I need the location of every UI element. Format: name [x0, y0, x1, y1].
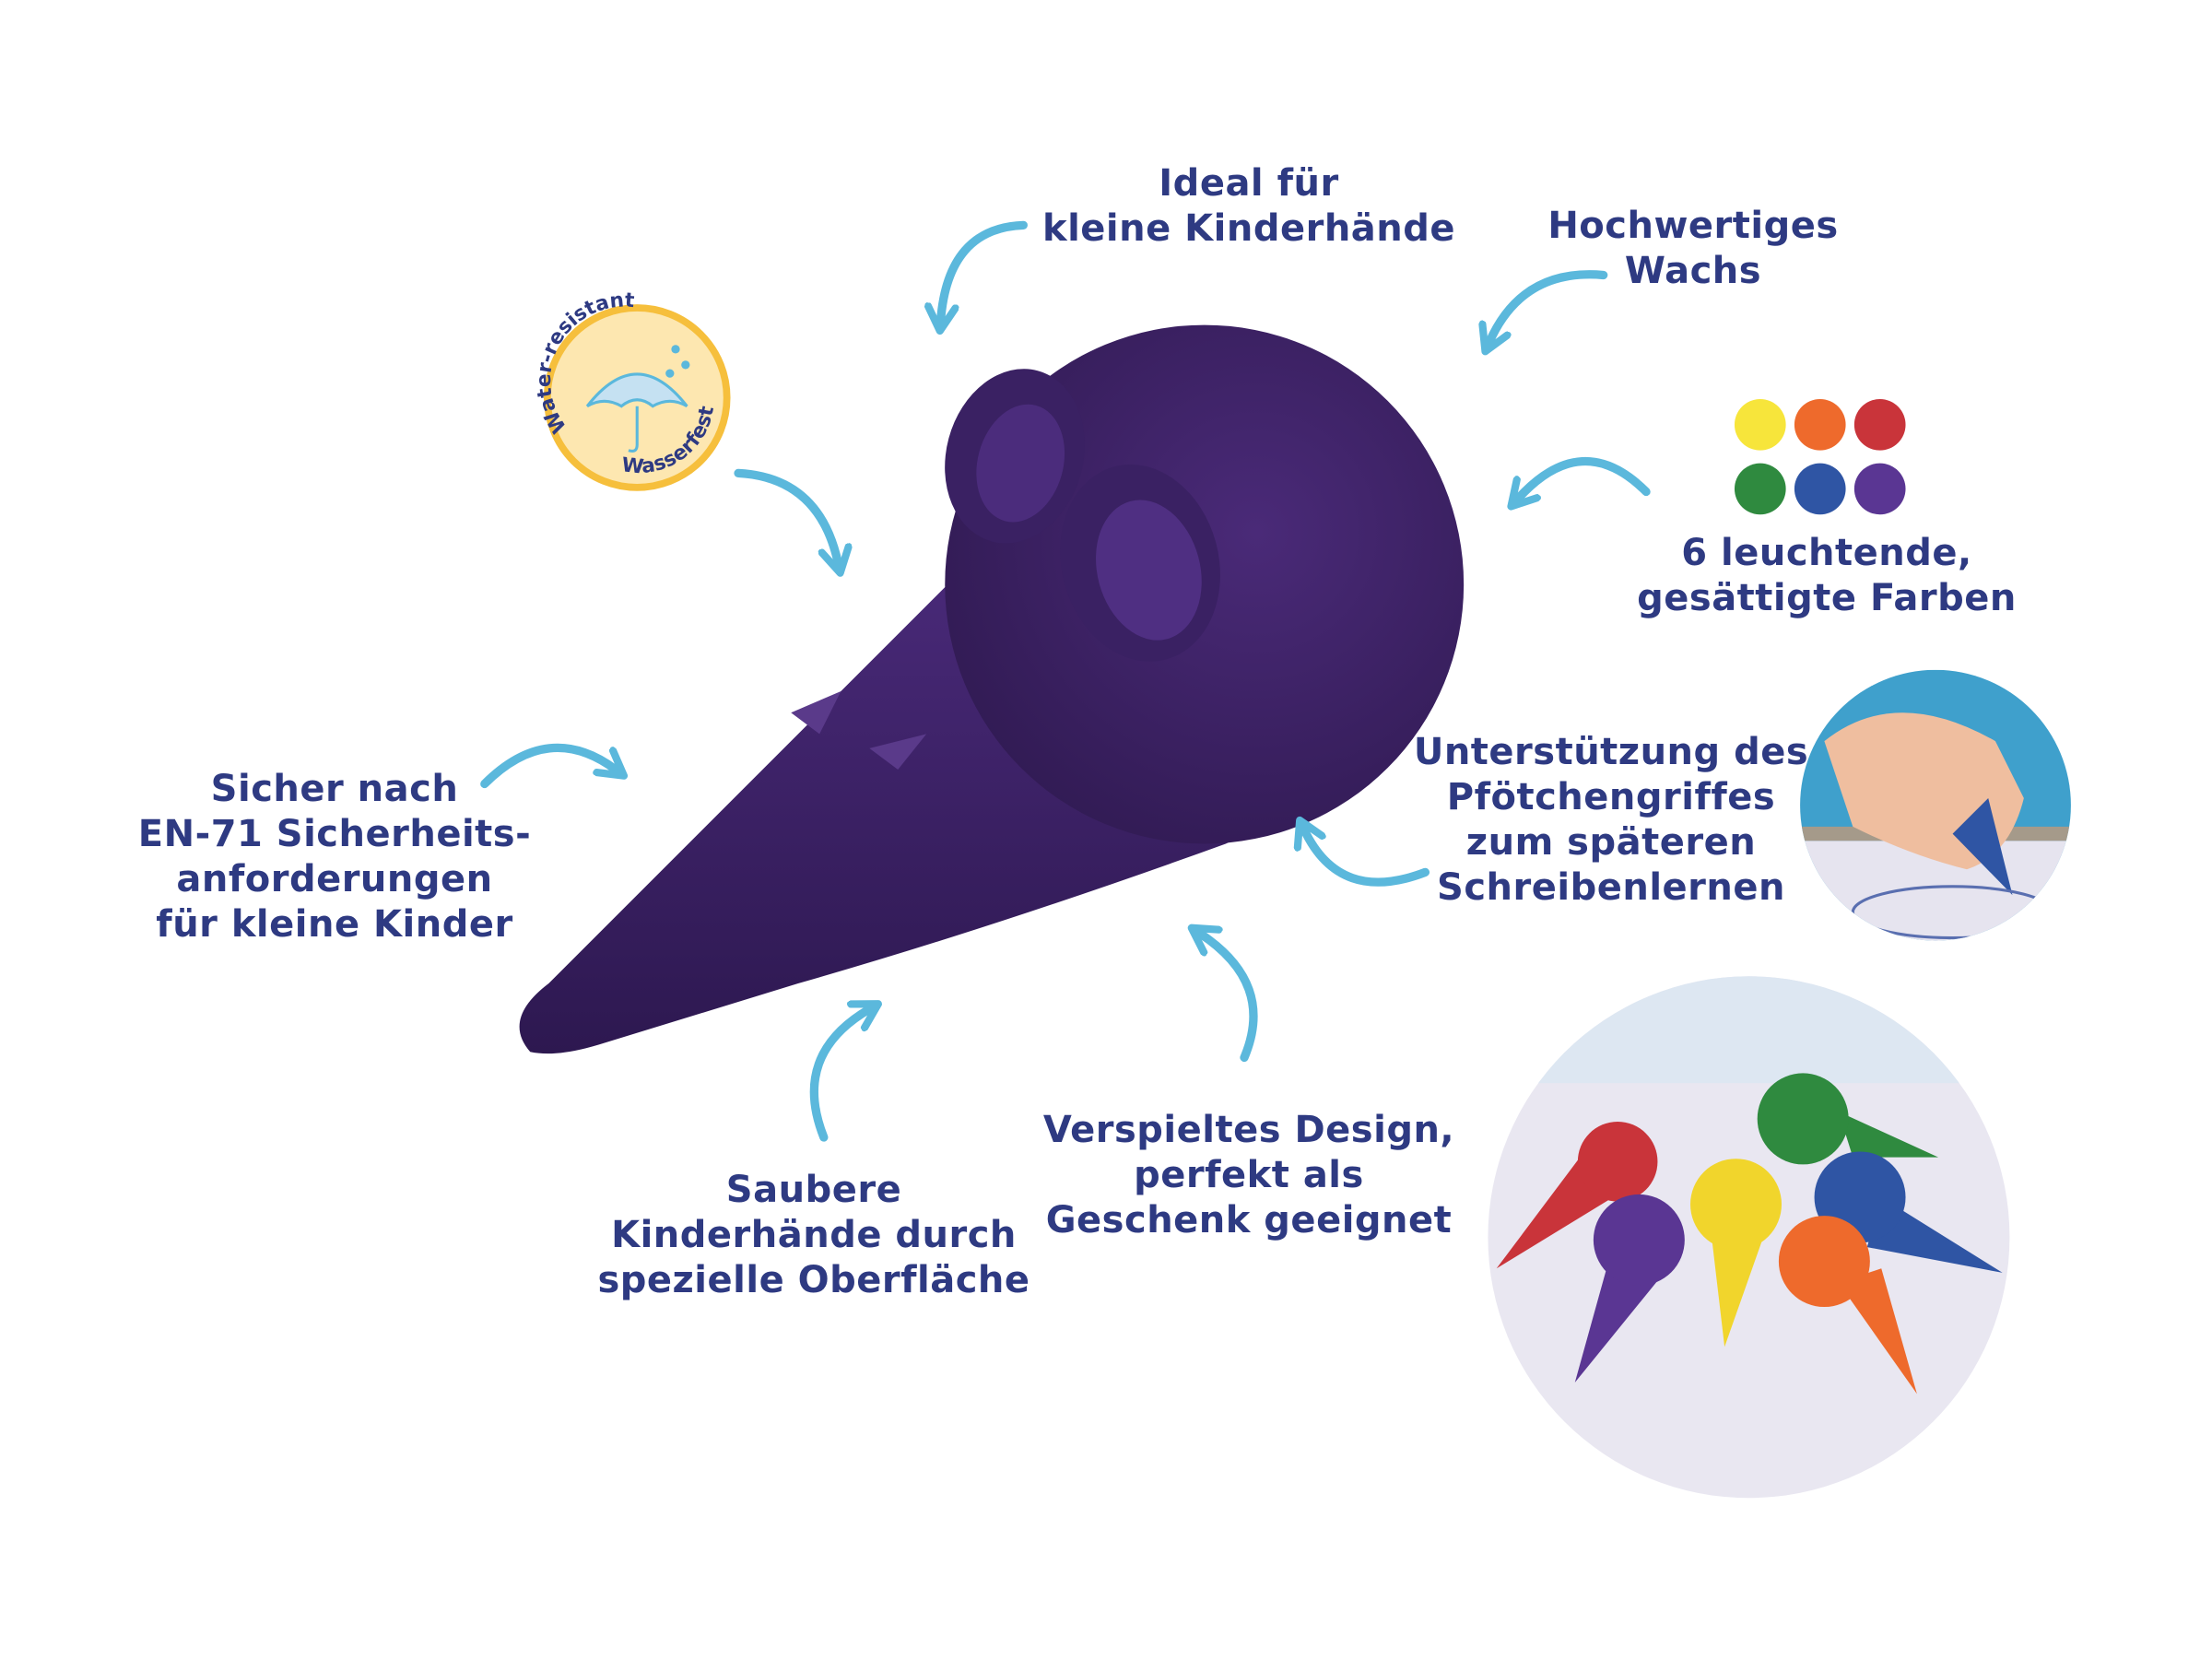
arrow-colors: [1518, 457, 1651, 500]
arrow-design: [1200, 934, 1258, 1063]
feature-line: Sicher nach: [210, 768, 459, 810]
water-resistant-badge: Water-resistant Wasserfest: [533, 288, 731, 491]
feature-grip: Unterstützung des Pfötchengriffes zum sp…: [1414, 730, 1808, 911]
color-swatches: [1734, 398, 1906, 515]
hand-grip-photo: [1800, 669, 2071, 941]
feature-line: für kleine Kinder: [156, 903, 513, 946]
feature-ideal: Ideal für kleine Kinderhände: [1042, 161, 1455, 252]
color-swatch: [1853, 463, 1906, 515]
feature-line: anforderungen: [176, 858, 493, 900]
feature-line: perfekt als: [1134, 1154, 1364, 1196]
arrow-badge: [734, 468, 838, 562]
color-swatch: [1794, 463, 1846, 515]
feature-safety: Sicher nach EN-71 Sicherheits- anforderu…: [138, 767, 531, 947]
arrow-clean: [809, 1009, 869, 1142]
feature-line: gesättigte Farben: [1637, 577, 2017, 619]
feature-line: EN-71 Sicherheits-: [137, 813, 532, 855]
color-swatch: [1734, 463, 1786, 515]
feature-line: spezielle Oberfläche: [597, 1259, 1030, 1301]
feature-line: Kinderhände durch: [611, 1214, 1017, 1256]
color-swatch: [1794, 398, 1846, 451]
feature-line: Saubere: [725, 1169, 902, 1211]
feature-line: kleine Kinderhände: [1041, 207, 1456, 250]
feature-line: Pfötchengriffes: [1446, 776, 1776, 818]
crayon-set-photo: [1488, 976, 2010, 1499]
feature-line: zum späteren: [1465, 821, 1757, 864]
feature-line: Wachs: [1624, 250, 1762, 292]
feature-line: Schreibenlernen: [1437, 866, 1785, 909]
feature-line: Hochwertiges: [1547, 205, 1839, 247]
arrow-ideal: [941, 220, 1028, 321]
color-swatch: [1853, 398, 1906, 451]
feature-wax: Hochwertiges Wachs: [1547, 204, 1838, 294]
mouse-crayon-image: [519, 324, 1465, 1054]
feature-line: Verspieltes Design,: [1042, 1109, 1455, 1151]
feature-line: 6 leuchtende,: [1681, 532, 1972, 574]
feature-line: Ideal für: [1159, 162, 1339, 205]
feature-line: Unterstützung des: [1413, 731, 1809, 773]
feature-colors: 6 leuchtende, gesättigte Farben: [1637, 531, 2017, 621]
arrow-wax: [1489, 270, 1608, 342]
color-swatch: [1734, 398, 1786, 451]
arrow-safety: [480, 743, 616, 789]
umbrella-icon: [585, 345, 690, 453]
feature-design: Verspieltes Design, perfekt als Geschenk…: [1043, 1108, 1454, 1243]
feature-clean: Saubere Kinderhände durch spezielle Ober…: [597, 1168, 1030, 1303]
arrow-grip: [1304, 830, 1430, 887]
feature-line: Geschenk geeignet: [1045, 1199, 1453, 1241]
